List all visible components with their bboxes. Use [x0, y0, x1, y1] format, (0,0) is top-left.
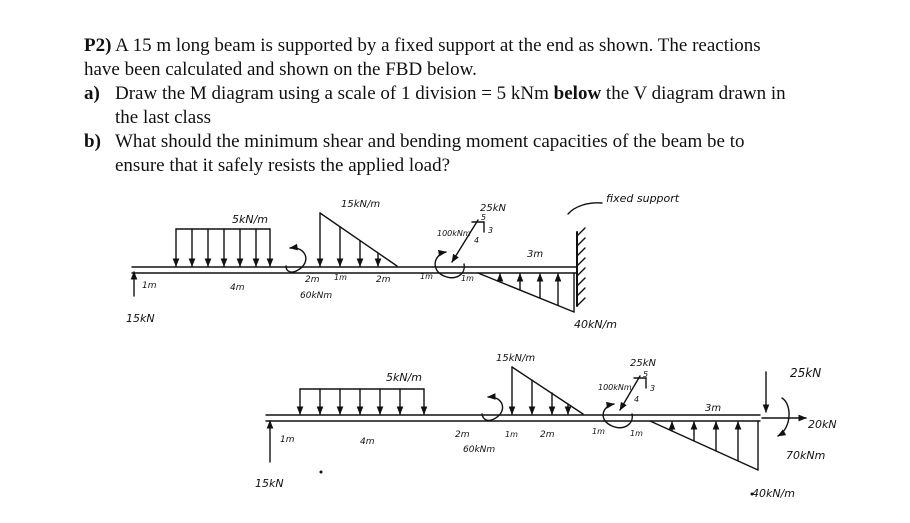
dist-1m-c-bottom: 1m [592, 427, 605, 436]
triangular-load-top [316, 212, 398, 267]
udl-label-bottom: 5kN/m [386, 371, 422, 384]
reaction-m-label: 70kNm [786, 449, 825, 462]
part-b-text-2: ensure that it safely resists the applie… [115, 155, 451, 176]
dist-2m-a-top: 2m [305, 275, 320, 285]
support-reactions-bottom [761, 371, 807, 437]
intro-text-1: A 15 m long beam is supported by a fixed… [115, 35, 761, 56]
dist-4m-top: 4m [230, 283, 245, 293]
support-note-top: fixed support [606, 192, 680, 205]
dist-1m-d-bottom: 1m [630, 429, 643, 438]
slope-4-bottom: 4 [634, 395, 639, 404]
dist-1m-b-bottom: 1m [505, 430, 518, 439]
right-load-top [477, 272, 575, 313]
slope-4-top: 4 [474, 236, 479, 245]
problem-statement: P2) A 15 m long beam is supported by a f… [84, 34, 884, 178]
dist-1m-a-top: 1m [142, 281, 157, 291]
point-moment-label-top: 100kNm [437, 229, 471, 238]
tri-load-label-top: 15kN/m [341, 199, 380, 210]
left-reaction-label-bottom: 15kN [255, 477, 284, 490]
slope-3-bottom: 3 [650, 384, 655, 393]
fixed-support-top [576, 227, 586, 307]
beam-bottom [265, 414, 761, 422]
tri-load-label-bottom: 15kN/m [496, 353, 535, 364]
part-b-text-1: What should the minimum shear and bendin… [115, 131, 745, 152]
fbd-bottom: 5kN/m 15kN/m 25kN 100kNm 5 3 4 3m 1m 4m … [255, 353, 837, 500]
triangular-load-bottom [508, 366, 584, 415]
right-load-label-top: 40kN/m [574, 318, 617, 331]
right-load-label-bottom: 40kN/m [752, 487, 795, 500]
stray-dot-1 [319, 470, 323, 474]
part-b-text: What should the minimum shear and bendin… [115, 130, 884, 178]
dist-3m-bottom: 3m [705, 403, 721, 414]
support-leader-top [567, 202, 603, 215]
intro-line-1: P2) A 15 m long beam is supported by a f… [84, 34, 884, 58]
part-a-label: a) [84, 83, 100, 104]
intro-line-2: have been calculated and shown on the FB… [84, 59, 477, 80]
dist-1m-c-top: 1m [420, 272, 433, 281]
point-moment-bottom [602, 401, 633, 429]
applied-moment-top [285, 243, 307, 273]
dist-2m-a-bottom: 2m [455, 430, 470, 440]
point-load-bottom [619, 375, 647, 411]
dist-3m-top: 3m [527, 249, 543, 260]
part-b: b) What should the minimum shear and ben… [84, 130, 884, 178]
point-moment-top [434, 249, 465, 279]
part-a-text-2: the V diagram drawn in [605, 83, 786, 104]
dist-2m-b-bottom: 2m [540, 430, 555, 440]
fbd-top: 5kN/m 15kN/m 25kN 100kNm 5 3 4 3m fixed … [126, 192, 680, 331]
slope-5-bottom: 5 [643, 370, 648, 379]
dist-1m-b-top: 1m [334, 273, 347, 282]
beam-top [131, 266, 577, 274]
slope-3-top: 3 [488, 226, 493, 235]
part-a-bold: below [553, 83, 602, 104]
part-a: a) Draw the M diagram using a scale of 1… [84, 82, 884, 130]
dist-1m-d-top: 1m [461, 274, 474, 283]
reaction-h-label: 20kN [808, 418, 837, 431]
udl-label-top: 5kN/m [232, 213, 268, 226]
right-load-bottom [649, 420, 759, 471]
point-moment-label-bottom: 100kNm [598, 383, 632, 392]
part-b-label: b) [84, 131, 101, 152]
point-load-label-top: 25kN [480, 203, 507, 214]
applied-moment-label-top: 60kNm [300, 291, 332, 301]
part-a-text-1: Draw the M diagram using a scale of 1 di… [115, 83, 549, 104]
left-reaction-label-top: 15kN [126, 312, 155, 325]
point-load-label-bottom: 25kN [630, 358, 657, 369]
stray-dot-2 [750, 492, 754, 496]
dist-1m-a-bottom: 1m [280, 435, 295, 445]
dist-4m-bottom: 4m [360, 437, 375, 447]
problem-number: P2) [84, 35, 112, 56]
udl-bottom [296, 388, 428, 415]
udl-top [172, 228, 274, 267]
dist-2m-b-top: 2m [376, 275, 391, 285]
slope-5-top: 5 [481, 213, 486, 222]
reaction-v-label: 25kN [790, 366, 821, 380]
applied-moment-label-bottom: 60kNm [463, 445, 495, 455]
applied-moment-bottom [481, 393, 504, 422]
part-a-text-3: the last class [115, 107, 212, 128]
point-load-top [451, 219, 485, 263]
part-a-text: Draw the M diagram using a scale of 1 di… [115, 82, 884, 130]
